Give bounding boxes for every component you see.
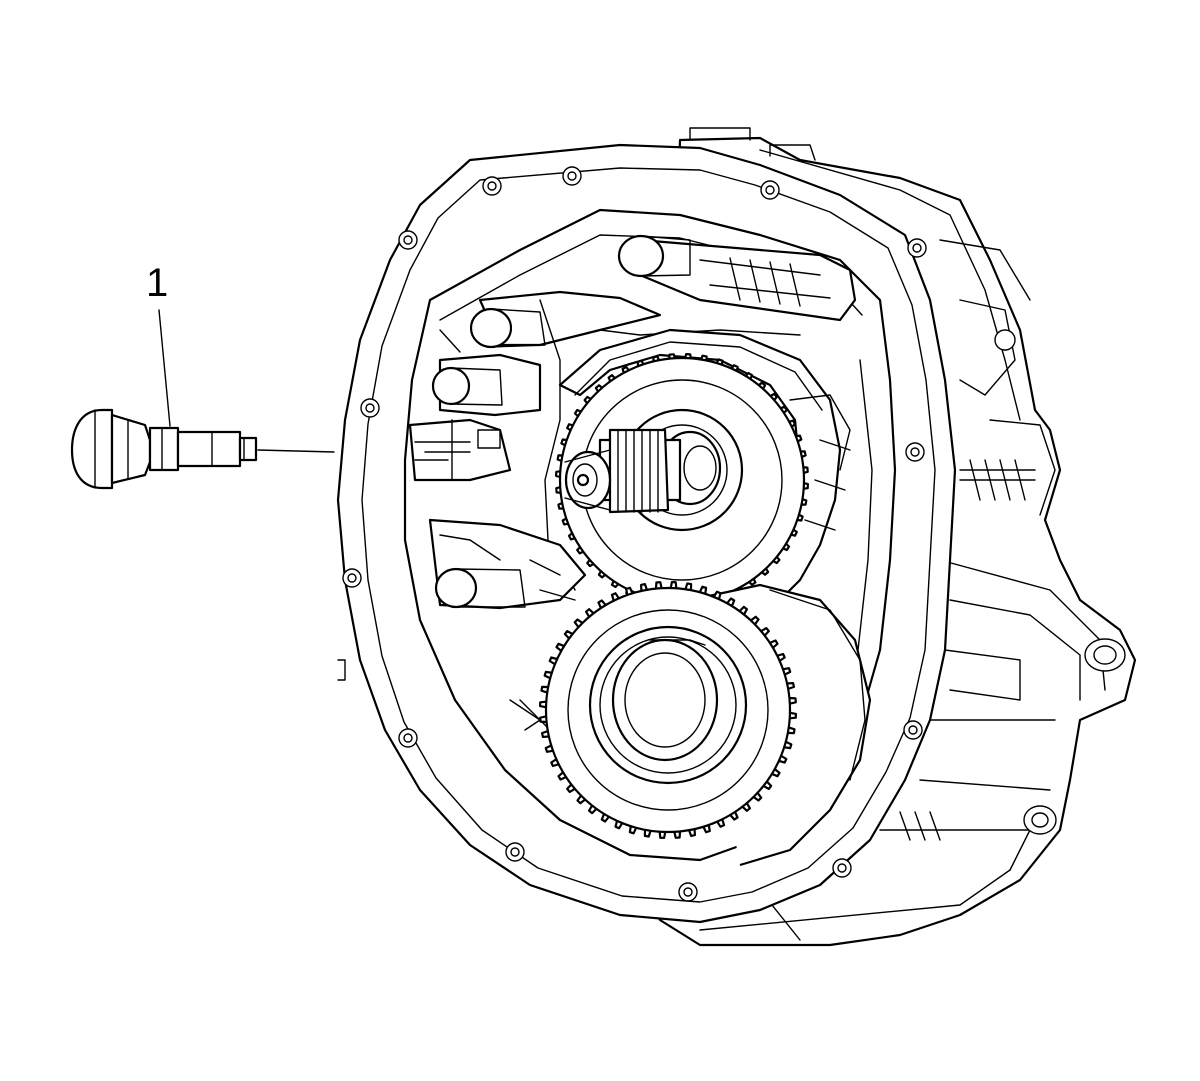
upper-gear (555, 353, 809, 607)
cover-bolt-holes (342, 166, 927, 902)
shift-rails (408, 234, 857, 610)
callout-label: 1 (146, 261, 168, 305)
callout-1: 1 (146, 261, 335, 453)
lower-gear (509, 581, 872, 867)
detent-pin (70, 408, 258, 490)
input-shaft (564, 428, 682, 514)
